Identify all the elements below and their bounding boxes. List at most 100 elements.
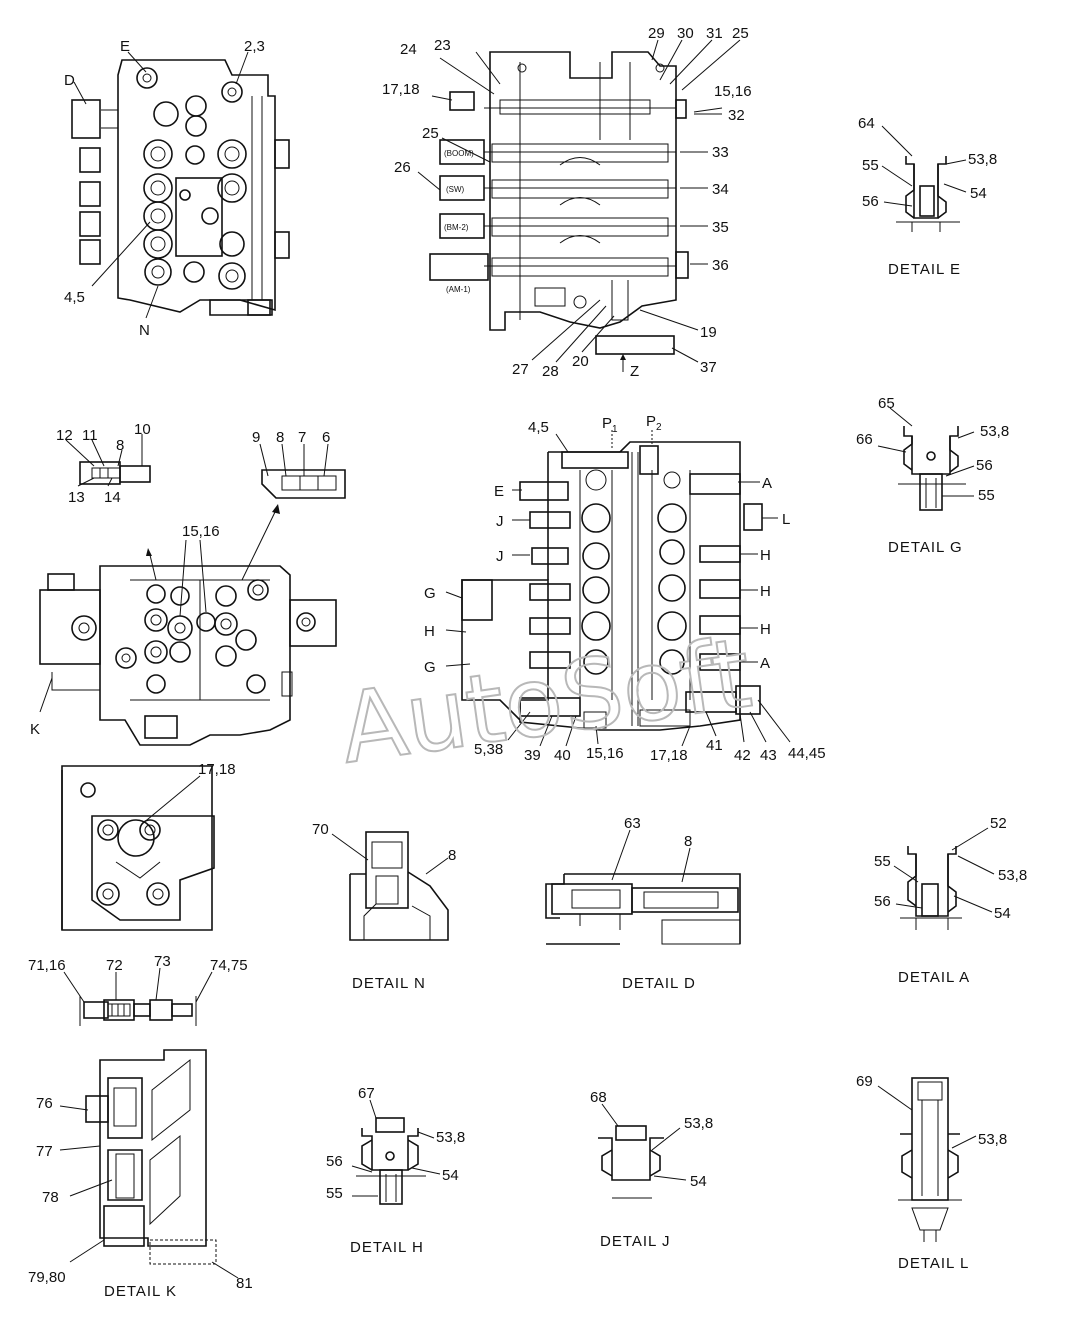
callout-13: 13 xyxy=(68,489,85,506)
callout-77: 77 xyxy=(36,1143,53,1160)
callout-15-16-side: 15,16 xyxy=(182,523,220,540)
callout-17-18-body: 17,18 xyxy=(650,747,688,764)
callout-20: 20 xyxy=(572,353,589,370)
valve-side-view xyxy=(39,565,337,746)
callout-4-5-body: 4,5 xyxy=(528,419,549,436)
callout-g-1: G xyxy=(424,585,436,602)
callout-15-16-body: 15,16 xyxy=(586,745,624,762)
callout-25-left: 25 xyxy=(422,125,439,142)
caption-detail-h: DETAIL H xyxy=(350,1239,424,1256)
callout-55-e: 55 xyxy=(862,157,879,174)
callout-7: 7 xyxy=(298,429,306,446)
callout-54-e: 54 xyxy=(970,185,987,202)
callout-54-h: 54 xyxy=(442,1167,459,1184)
spool-tag-swing: (SW) xyxy=(446,185,465,194)
callout-56-g: 56 xyxy=(976,457,993,474)
callout-11: 11 xyxy=(82,427,98,444)
callout-79-80: 79,80 xyxy=(28,1269,66,1286)
callout-8-n: 8 xyxy=(448,847,456,864)
callout-32: 32 xyxy=(728,107,745,124)
callout-31: 31 xyxy=(706,25,723,42)
callout-53-8-e: 53,8 xyxy=(968,151,997,168)
callout-19: 19 xyxy=(700,324,717,341)
callout-41: 41 xyxy=(706,737,723,754)
callout-h-3: H xyxy=(760,621,771,638)
callout-69: 69 xyxy=(856,1073,873,1090)
callout-30: 30 xyxy=(677,25,694,42)
relief-valve-small xyxy=(79,461,151,485)
callout-65: 65 xyxy=(878,395,895,412)
callout-28: 28 xyxy=(542,363,559,380)
callout-a-bottom: A xyxy=(760,655,770,672)
callout-e: E xyxy=(120,38,130,55)
caption-detail-g: DETAIL G xyxy=(888,539,963,556)
callout-53-8-j: 53,8 xyxy=(684,1115,713,1132)
detail-j-drawing xyxy=(598,1125,664,1199)
callout-67: 67 xyxy=(358,1085,375,1102)
callout-p2: P2 xyxy=(646,413,662,433)
callout-n: N xyxy=(139,322,150,339)
callout-z: Z xyxy=(630,363,639,380)
callout-42: 42 xyxy=(734,747,751,764)
callout-23: 23 xyxy=(434,37,451,54)
callout-56-e: 56 xyxy=(862,193,879,210)
watermark: AutoSoft xyxy=(334,617,758,785)
callout-8-d: 8 xyxy=(684,833,692,850)
callout-81: 81 xyxy=(236,1275,253,1292)
callout-e-body: E xyxy=(494,483,504,500)
callout-35: 35 xyxy=(712,219,729,236)
detail-n-drawing xyxy=(349,831,449,941)
callout-53-8-h: 53,8 xyxy=(436,1129,465,1146)
callout-25-top: 25 xyxy=(732,25,749,42)
callout-54-a: 54 xyxy=(994,905,1011,922)
callout-29: 29 xyxy=(648,25,665,42)
callout-55-g: 55 xyxy=(978,487,995,504)
callout-63: 63 xyxy=(624,815,641,832)
valve-section-view xyxy=(429,51,689,355)
callout-68: 68 xyxy=(590,1089,607,1106)
callout-15-16: 15,16 xyxy=(714,83,752,100)
callout-66: 66 xyxy=(856,431,873,448)
callout-64: 64 xyxy=(858,115,875,132)
callout-8-a: 8 xyxy=(116,437,124,454)
caption-detail-e: DETAIL E xyxy=(888,261,961,278)
callout-6: 6 xyxy=(322,429,330,446)
callout-70: 70 xyxy=(312,821,329,838)
callout-24: 24 xyxy=(400,41,417,58)
callout-14: 14 xyxy=(104,489,121,506)
callout-8-b: 8 xyxy=(276,429,284,446)
callout-h-1: H xyxy=(760,547,771,564)
callout-h-2: H xyxy=(760,583,771,600)
callout-17-18: 17,18 xyxy=(382,81,420,98)
callout-a-top: A xyxy=(762,475,772,492)
callout-37: 37 xyxy=(700,359,717,376)
callout-44-45: 44,45 xyxy=(788,745,826,762)
callout-j-1: J xyxy=(496,513,504,530)
caption-detail-d: DETAIL D xyxy=(622,975,696,992)
callout-56-h: 56 xyxy=(326,1153,343,1170)
caption-detail-k: DETAIL K xyxy=(104,1283,177,1300)
detail-e-drawing xyxy=(896,156,960,232)
callout-4-5: 4,5 xyxy=(64,289,85,306)
caption-detail-j: DETAIL J xyxy=(600,1233,671,1250)
valve-block-closeup xyxy=(61,765,215,931)
callout-39: 39 xyxy=(524,747,541,764)
callout-36: 36 xyxy=(712,257,729,274)
callout-40: 40 xyxy=(554,747,571,764)
caption-detail-n: DETAIL N xyxy=(352,975,426,992)
spool-tag-am1: (AM-1) xyxy=(446,285,471,294)
callout-74-75: 74,75 xyxy=(210,957,248,974)
callout-55-h: 55 xyxy=(326,1185,343,1202)
callout-9: 9 xyxy=(252,429,260,446)
callout-55-a: 55 xyxy=(874,853,891,870)
spool-tag-boom: (BOOM) xyxy=(444,149,474,158)
callout-j-2: J xyxy=(496,548,504,565)
callout-h-left: H xyxy=(424,623,435,640)
callout-53-8-a: 53,8 xyxy=(998,867,1027,884)
spool-tag-bm2: (BM-2) xyxy=(444,223,469,232)
callout-71-16: 71,16 xyxy=(28,957,66,974)
callout-l: L xyxy=(782,511,790,528)
callout-33: 33 xyxy=(712,144,729,161)
